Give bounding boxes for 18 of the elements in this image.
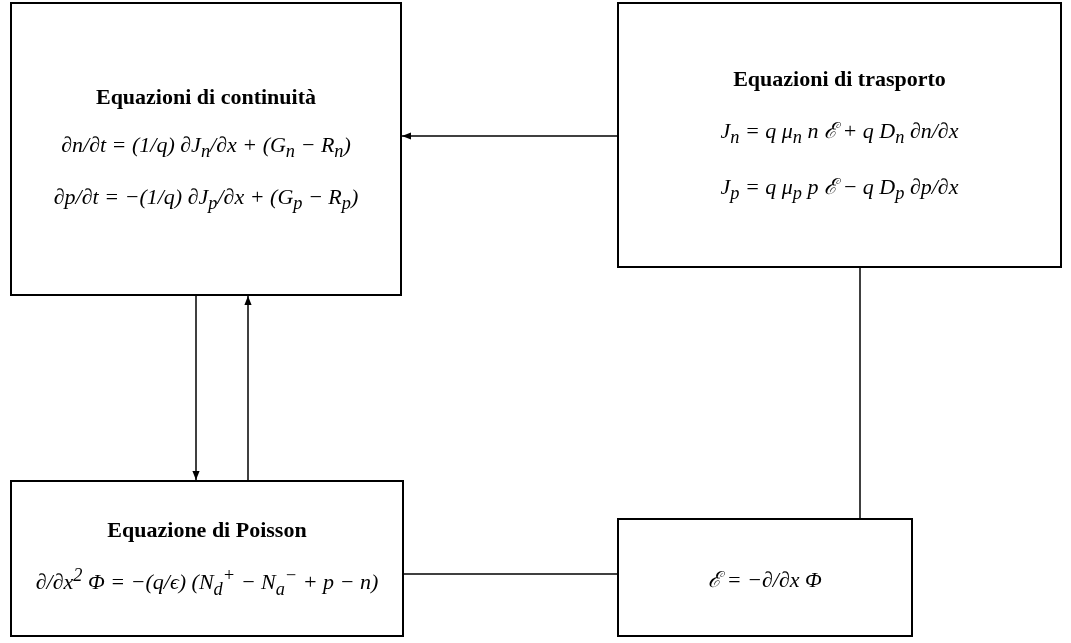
equation-box	[10, 2, 402, 296]
box-heading: Equazioni di trasporto	[733, 65, 946, 92]
arrow	[401, 132, 618, 140]
equation: ∂p/∂t = −(1/q) ∂J$_{p}$/∂x + (G$_{p}$ − R$_{p}$)	[53, 184, 359, 215]
box-heading: Equazione di Poisson	[107, 517, 307, 544]
equation: ℰ = −∂/∂x Φ	[708, 565, 822, 593]
arrow	[244, 295, 252, 481]
connector-line	[859, 267, 861, 519]
equation: ∂n/∂t = (1/q) ∂J$_{n}$/∂x + (G$_{n}$ − R$_{n}$)	[61, 131, 351, 162]
equation: J$_{n}$ = q μ$_{n}$ n ℰ + q D$_{n}$ ∂n/∂x	[720, 116, 959, 148]
arrow	[192, 295, 200, 481]
box-heading: Equazioni di continuità	[95, 83, 317, 110]
equation: J$_{p}$ = q μ$_{p}$ p ℰ − q D$_{p}$ ∂p/∂x	[720, 173, 959, 205]
connector-line	[403, 573, 618, 575]
equation-box	[617, 518, 913, 637]
equation-box	[10, 480, 404, 637]
equation-box	[617, 2, 1062, 268]
equation: ∂/∂x$^{2}$ Φ = −(q/ϵ) (N$_{d}$$^{+}$ − N$_{a}$$^{−}$ + p − n)	[35, 565, 379, 600]
